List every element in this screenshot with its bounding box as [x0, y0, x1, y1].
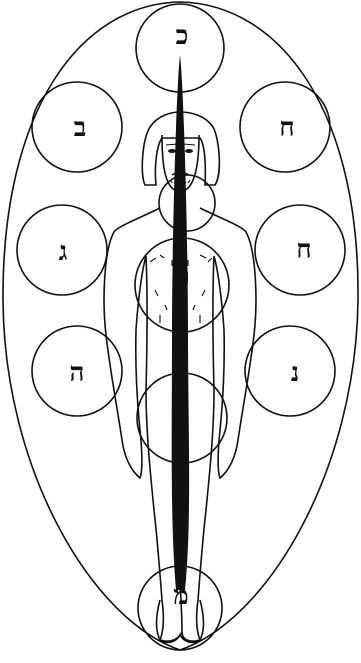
- right-eyebrow: [183, 144, 195, 145]
- letter-gimel-middle-left: ג: [59, 239, 68, 265]
- circle-neck: [159, 175, 215, 231]
- letter-chet-middle-right: ח: [296, 237, 311, 263]
- right-eye: [185, 149, 193, 153]
- left-eye: [168, 149, 176, 153]
- letter-nun-lower-right: נ: [291, 360, 299, 386]
- letter-tav-chest: ת: [174, 263, 190, 289]
- letter-kaf-crown: כ: [176, 23, 189, 49]
- letter-bet-upper-left: ב: [74, 115, 87, 141]
- letter-chet-upper-right: ח: [279, 115, 294, 141]
- letter-mem-feet: מ: [173, 583, 188, 609]
- letter-yod-pelvis: י: [177, 405, 184, 431]
- letter-he-lower-left: ה: [70, 360, 85, 386]
